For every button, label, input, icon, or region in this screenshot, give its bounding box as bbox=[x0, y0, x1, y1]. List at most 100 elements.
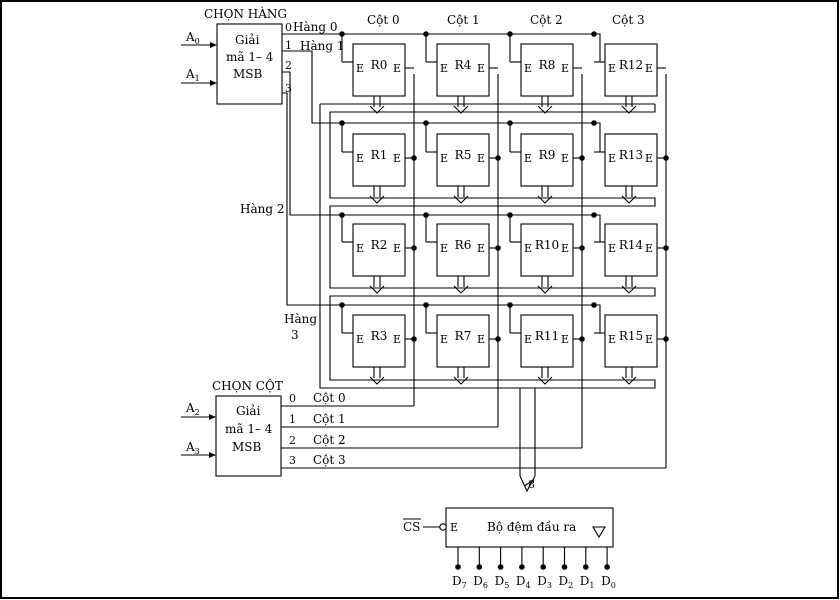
register-down-arrow bbox=[453, 276, 469, 294]
register-down-arrow bbox=[537, 276, 553, 294]
register-box bbox=[604, 133, 658, 187]
register-name: R0 bbox=[371, 58, 388, 72]
register-box bbox=[352, 314, 406, 368]
row-label-1: Hàng 1 bbox=[300, 39, 344, 53]
register-down-arrow bbox=[369, 367, 385, 385]
output-pin-d0: D0 bbox=[601, 547, 616, 590]
register-enable-in: E bbox=[524, 62, 532, 75]
a3-input-arrow bbox=[209, 452, 216, 458]
output-pin-d5: D5 bbox=[495, 547, 509, 590]
a2-subscript: 2 bbox=[195, 408, 200, 417]
col-header-0: Cột 0 bbox=[367, 13, 400, 27]
register-name: R6 bbox=[455, 238, 472, 252]
register-enable-out: E bbox=[561, 242, 569, 255]
register-enable-out: E bbox=[393, 152, 401, 165]
output-pin-dot bbox=[540, 564, 546, 570]
register-down-arrow bbox=[621, 96, 637, 114]
row-junction-dot bbox=[591, 212, 597, 218]
register-down-arrow bbox=[453, 96, 469, 114]
register-down-arrow bbox=[453, 367, 469, 385]
output-pin-d1: D1 bbox=[580, 547, 595, 590]
output-pin-label: D6 bbox=[473, 574, 488, 590]
cs-label: CS bbox=[403, 520, 420, 534]
output-pin-label: D2 bbox=[559, 574, 574, 590]
register-box bbox=[520, 314, 574, 368]
output-pin-label: D7 bbox=[452, 574, 467, 590]
register-name: R3 bbox=[371, 329, 388, 343]
bus-slash bbox=[523, 479, 535, 487]
output-pin-dot bbox=[583, 564, 589, 570]
register-enable-out: E bbox=[645, 62, 653, 75]
row-3-taps bbox=[341, 305, 511, 333]
column-junction-dot bbox=[411, 336, 417, 342]
row-label-3b: 3 bbox=[291, 328, 299, 342]
register-down-arrow bbox=[453, 186, 469, 204]
row-junction-dot bbox=[591, 302, 597, 308]
register-enable-in: E bbox=[356, 152, 364, 165]
row-junction-dot bbox=[507, 120, 513, 126]
row-junction-dot bbox=[339, 302, 345, 308]
output-pin-dot bbox=[604, 564, 610, 570]
col-decoder-title: CHỌN CỘT bbox=[212, 378, 283, 393]
data-bus-down bbox=[519, 388, 536, 476]
column-junction-dot bbox=[663, 245, 669, 251]
register-enable-out: E bbox=[477, 152, 485, 165]
row-decoder-box bbox=[216, 23, 283, 105]
col-decoder-out-0: 0 bbox=[289, 392, 296, 405]
row-decoder-out-2: 2 bbox=[285, 59, 292, 72]
register-name: R2 bbox=[371, 238, 388, 252]
register-enable-out: E bbox=[477, 333, 485, 346]
output-pin-dot bbox=[497, 564, 504, 570]
column-junction-dot bbox=[411, 245, 417, 251]
register-down-arrow bbox=[369, 186, 385, 204]
col-output-label-1: Cột 1 bbox=[313, 412, 346, 426]
register-box bbox=[436, 43, 490, 97]
register-name: R4 bbox=[455, 58, 472, 72]
register-enable-out: E bbox=[477, 62, 485, 75]
register-box bbox=[520, 223, 574, 277]
row-junction-dot bbox=[507, 302, 513, 308]
register-enable-in: E bbox=[440, 62, 448, 75]
a2-label: A2 bbox=[185, 401, 200, 417]
output-pin-d2: D2 bbox=[559, 547, 574, 590]
register-box bbox=[604, 223, 658, 277]
col-decoder-line-3: MSB bbox=[232, 440, 262, 454]
register-enable-in: E bbox=[524, 333, 532, 346]
row-label-3a: Hàng bbox=[284, 312, 317, 326]
register-enable-in: E bbox=[440, 152, 448, 165]
column-junction-dot bbox=[495, 245, 501, 251]
column-junction-dot bbox=[663, 155, 669, 161]
data-bus-inner bbox=[319, 103, 655, 389]
register-down-arrow bbox=[621, 276, 637, 294]
register-enable-in: E bbox=[524, 152, 532, 165]
output-pin-dot bbox=[561, 564, 568, 570]
register-down-arrow bbox=[621, 186, 637, 204]
output-pin-label: D3 bbox=[537, 574, 552, 590]
row-0-taps bbox=[341, 34, 511, 62]
register-box bbox=[520, 133, 574, 187]
col-decoder-line-2: mã 1– 4 bbox=[225, 422, 273, 436]
output-pin-label: D0 bbox=[601, 574, 616, 590]
register-enable-out: E bbox=[561, 333, 569, 346]
register-enable-in: E bbox=[356, 242, 364, 255]
data-bus-outer bbox=[329, 104, 656, 389]
output-buffer-box bbox=[445, 507, 614, 548]
output-buffer-label: Bộ đệm đầu ra bbox=[487, 519, 576, 534]
register-enable-out: E bbox=[393, 62, 401, 75]
register-box bbox=[352, 43, 406, 97]
row-3-select-wire bbox=[282, 92, 601, 333]
col-output-label-0: Cột 0 bbox=[313, 391, 346, 405]
row-junction-dot bbox=[591, 31, 597, 37]
row-junction-dot bbox=[339, 120, 345, 126]
output-pin-d6: D6 bbox=[473, 547, 488, 590]
column-junction-dot bbox=[579, 155, 585, 161]
register-enable-in: E bbox=[608, 152, 616, 165]
col-header-1: Cột 1 bbox=[447, 13, 480, 27]
register-down-arrow bbox=[369, 276, 385, 294]
